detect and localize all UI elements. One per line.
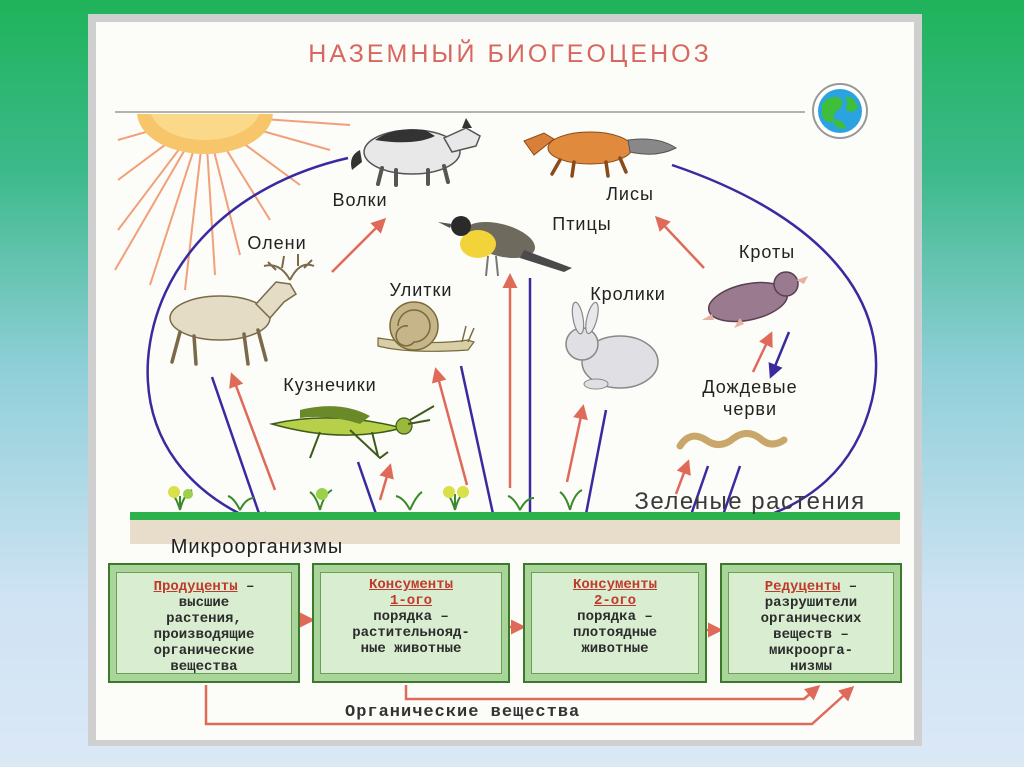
deer-to-micro-arrow [210, 376, 267, 528]
decomposers-body: разрушители органических веществ – микро… [760, 595, 862, 675]
consumers-1-box: Консументы 1-ого порядка – растительнояд… [312, 563, 510, 683]
consumers-2-box: Консументы 2-ого порядка – плотоядные жи… [523, 563, 707, 683]
green-plants-label: Зеленые растения [634, 488, 865, 515]
worm-to-mole-arrow [751, 331, 773, 373]
microorganisms-label: Микроорганизмы [171, 536, 344, 558]
consumers-2-body: порядка – плотоядные животные [572, 609, 657, 657]
producers-box: Продуценты – высшие растения, производящ… [108, 563, 300, 683]
plants-to-grasshopper-arrow [378, 463, 394, 501]
mole-to-worm-arrow [768, 331, 791, 379]
moles-label: Кроты [739, 242, 795, 262]
mole-icon [702, 271, 808, 328]
plants-to-snail-arrow [431, 367, 469, 486]
grasshoppers-label: Кузнечики [283, 375, 376, 395]
consumers-2-title: Консументы 2-ого [572, 577, 657, 609]
foxes-to-micro-arrow [671, 163, 878, 526]
producers-dash: – [237, 579, 255, 595]
decomposers-box: Редуценты – разрушители органических вещ… [720, 563, 902, 683]
plants-to-rabbit-arrow [565, 404, 588, 483]
ground-line [130, 512, 900, 520]
wolf-icon [351, 118, 481, 187]
decomposers-title: Редуценты [764, 579, 841, 595]
grasshopper-icon [269, 405, 435, 460]
wolves-label: Волки [332, 190, 387, 210]
snail-to-wolf-arrow [331, 217, 387, 273]
wolves-to-micro-arrow [146, 156, 349, 527]
producers-body: высшие растения, производящие органическ… [153, 595, 255, 675]
worm-icon [676, 430, 788, 450]
earthworms-label-1: Дождевые [702, 377, 797, 397]
snail-icon [377, 301, 475, 352]
sun-icon [114, 114, 351, 291]
birds-label: Птицы [552, 214, 611, 234]
producers-title: Продуценты [153, 579, 238, 595]
consumers-1-body: порядка – растительнояд- ные животные [352, 609, 470, 657]
fox-icon [523, 131, 677, 178]
deer-label: Олени [247, 233, 306, 253]
deer-icon [169, 254, 315, 366]
consumers-1-title: Консументы 1-ого [368, 577, 453, 609]
snails-label: Улитки [390, 280, 453, 300]
foxes-label: Лисы [606, 184, 654, 204]
bird-icon [438, 216, 572, 277]
decomposers-dash: – [840, 579, 858, 595]
globe-icon [812, 83, 868, 139]
plant-icon [168, 486, 583, 511]
mole-to-fox-arrow [654, 215, 705, 269]
consumers-to-decomposers-arrow [404, 685, 821, 701]
rabbits-label: Кролики [590, 284, 666, 304]
organic-substances-label: Органические вещества [345, 703, 581, 722]
plants-to-deer-arrow [229, 372, 277, 491]
organic-substances-arrow [204, 685, 855, 726]
earthworms-label-2: черви [723, 399, 777, 419]
snail-to-micro-arrow [459, 365, 503, 540]
page-title: НАЗЕМНЫЙ БИОГЕОЦЕНОЗ [308, 38, 711, 68]
rabbit-icon [565, 301, 659, 390]
micro-to-worm-arrow [674, 459, 691, 495]
